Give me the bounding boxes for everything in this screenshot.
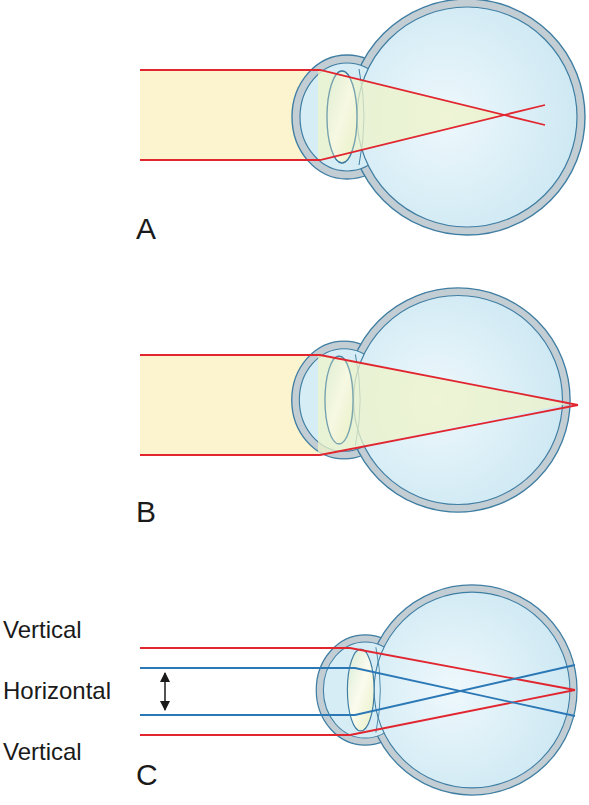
light-beam (140, 70, 318, 160)
panel-letter: B (136, 497, 156, 527)
lens (327, 71, 357, 163)
eye-c (140, 585, 577, 795)
panel-letter: A (136, 214, 156, 244)
light-ray (140, 70, 545, 125)
eyeball (292, 288, 570, 512)
light-ray (140, 668, 575, 716)
light-ray (140, 105, 545, 160)
light-cone (318, 355, 568, 455)
eyeball (316, 585, 577, 795)
light-ray (140, 690, 575, 735)
lens (325, 356, 353, 444)
double-arrow (164, 673, 166, 710)
light-ray (140, 355, 578, 405)
eyeball (292, 0, 585, 235)
meridian-label: Vertical (3, 740, 82, 764)
eye-a (140, 0, 585, 235)
panel-letter: C (136, 760, 158, 790)
meridian-label: Horizontal (3, 679, 111, 703)
light-ray (140, 665, 575, 715)
eye-b (140, 288, 578, 512)
light-ray (140, 405, 578, 455)
meridian-label: Vertical (3, 618, 82, 642)
